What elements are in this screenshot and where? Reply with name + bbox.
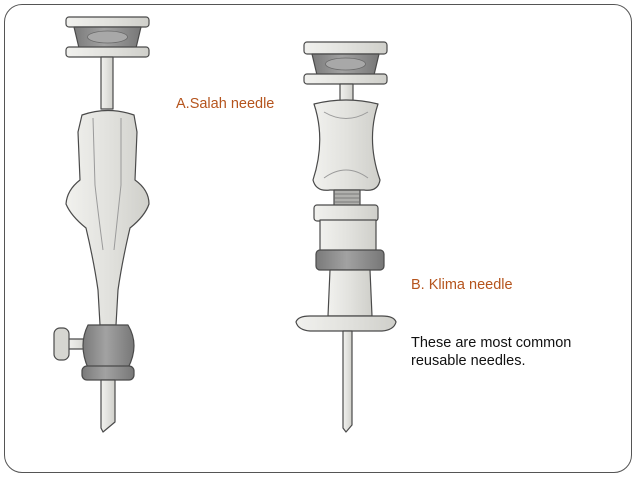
klima-needle-label: B. Klima needle <box>411 277 513 293</box>
caption-line-2: reusable needles. <box>411 353 526 369</box>
klima-thread <box>333 189 361 207</box>
klima-ring <box>315 249 385 271</box>
salah-top-cap <box>65 16 150 58</box>
salah-needle-tip <box>100 379 116 433</box>
salah-stylet-rod <box>100 56 114 110</box>
salah-handle <box>65 109 150 326</box>
klima-flange <box>295 315 397 332</box>
klima-needle <box>295 41 397 433</box>
klima-hub <box>327 269 373 317</box>
klima-needle-tip <box>342 330 353 433</box>
salah-needle <box>53 16 150 433</box>
klima-top-cap <box>303 41 388 85</box>
klima-handle <box>312 99 381 191</box>
caption-line-1: These are most common <box>411 335 572 351</box>
klima-sleeve <box>313 204 379 222</box>
salah-knob <box>53 324 135 381</box>
salah-needle-label: A.Salah needle <box>176 96 275 112</box>
caption-note: These are most common reusable needles. <box>411 334 571 370</box>
klima-stylet-rod <box>339 83 354 103</box>
